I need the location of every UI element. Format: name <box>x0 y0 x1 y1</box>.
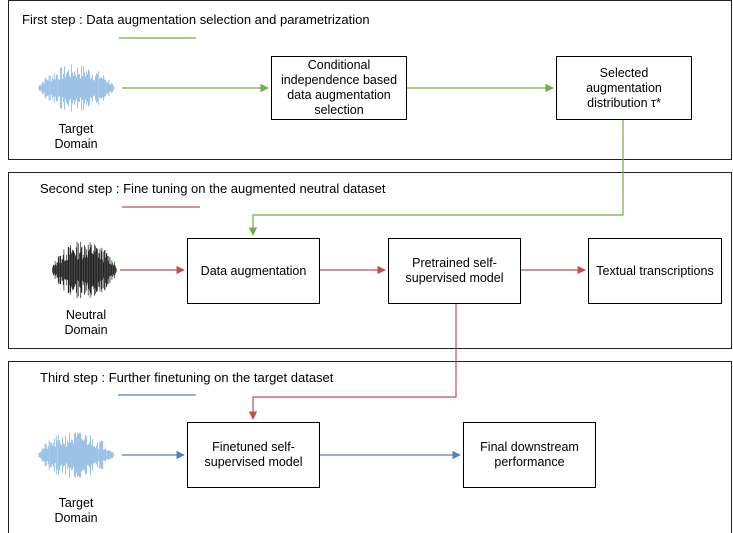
neutral-domain-waveform <box>52 241 117 299</box>
step2-panel <box>8 172 732 349</box>
target-domain-label-1: Target Domain <box>54 122 98 151</box>
neutral-domain-label: Neutral Domain <box>64 308 108 337</box>
step1-panel <box>8 0 732 160</box>
target-domain-waveform-2 <box>38 432 115 478</box>
pretrained-model-box: Pretrained self- supervised model <box>388 238 521 304</box>
arrow-distribution-to-augmentation <box>248 120 624 236</box>
pretrained-model-label: Pretrained self- supervised model <box>405 256 504 285</box>
selected-distribution-box: Selected augmentation distribution τ* <box>556 56 692 120</box>
step3-title: Third step : Further finetuning on the t… <box>40 370 334 385</box>
data-augmentation-label: Data augmentation <box>200 263 307 278</box>
step1-title: First step : Data augmentation selection… <box>22 12 370 27</box>
finetuned-model-box: Finetuned self- supervised model <box>187 422 320 488</box>
data-augmentation-box: Data augmentation <box>187 238 320 304</box>
selected-distribution-label: Selected augmentation distribution τ* <box>586 65 662 110</box>
finetuned-model-label: Finetuned self- supervised model <box>204 440 303 469</box>
textual-transcriptions-box: Textual transcriptions <box>588 238 722 304</box>
step2-title: Second step : Fine tuning on the augment… <box>40 181 386 196</box>
textual-transcriptions-label: Textual transcriptions <box>596 263 714 278</box>
step3-panel <box>8 361 732 533</box>
arrow-pretrained-to-finetuned <box>248 304 457 420</box>
target-domain-label-2: Target Domain <box>54 496 98 525</box>
conditional-selection-label: Conditional independence based data augm… <box>280 58 398 117</box>
target-domain-waveform-1 <box>38 64 115 112</box>
conditional-selection-box: Conditional independence based data augm… <box>271 56 407 120</box>
final-performance-label: Final downstream performance <box>480 440 579 469</box>
final-performance-box: Final downstream performance <box>463 422 596 488</box>
